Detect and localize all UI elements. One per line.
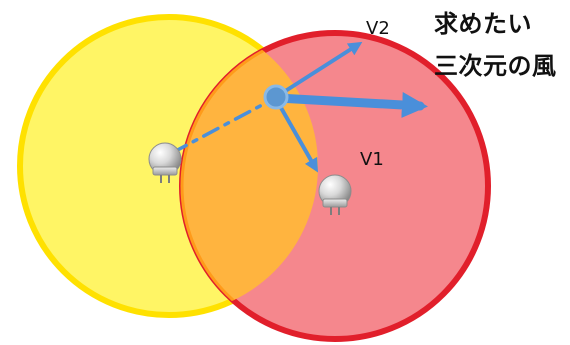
wind-origin-node bbox=[263, 84, 289, 110]
v2-arrow bbox=[274, 41, 363, 99]
right-sensor-icon bbox=[318, 174, 352, 215]
sensor-link-line bbox=[170, 96, 277, 155]
v1-arrow bbox=[274, 98, 318, 173]
target-wind-arrow bbox=[273, 92, 428, 118]
target-wind-label-line1: 求めたい bbox=[434, 10, 532, 38]
target-wind-label-line2: 三次元の風 bbox=[434, 52, 557, 80]
v2-label: V2 bbox=[366, 18, 390, 39]
left-sensor-icon bbox=[148, 142, 182, 183]
v1-label: V1 bbox=[360, 149, 384, 170]
overlap-region bbox=[180, 31, 318, 315]
